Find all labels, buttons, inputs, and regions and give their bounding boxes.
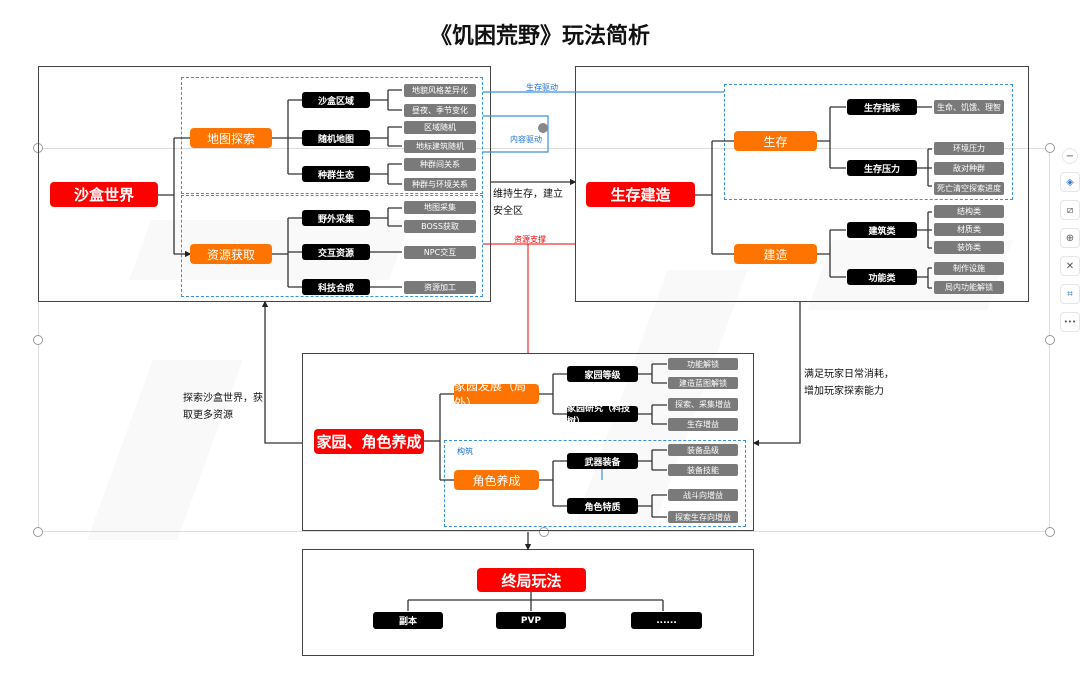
node-interact-resource[interactable]: 交互资源 <box>302 244 370 260</box>
scan-icon[interactable]: ⌗ <box>1060 284 1080 304</box>
node-ecology[interactable]: 种群生态 <box>302 166 370 182</box>
zoom-in-icon[interactable]: ⊕ <box>1060 228 1080 248</box>
survival-root[interactable]: 生存建造 <box>586 182 695 207</box>
build-group <box>444 440 746 527</box>
resize-handle[interactable] <box>1045 335 1055 345</box>
floating-toolbar: − ◈ ⧄ ⊕ ✕ ⌗ ••• <box>1058 148 1080 340</box>
leaf[interactable]: 制作设施 <box>934 262 1004 275</box>
branch-character[interactable]: 角色养成 <box>454 470 539 490</box>
resource-support-label: 资源支撑 <box>514 235 546 244</box>
node-survival-pressure[interactable]: 生存压力 <box>847 160 917 176</box>
endgame-item-dungeon[interactable]: 副本 <box>373 612 443 629</box>
build-group-label: 构筑 <box>457 447 473 456</box>
leaf[interactable]: 功能解锁 <box>668 358 738 370</box>
branch-map-explore[interactable]: 地图探索 <box>190 128 272 148</box>
node-home-level[interactable]: 家园等级 <box>567 366 638 382</box>
magic-tools-icon[interactable]: ✕ <box>1060 256 1080 276</box>
leaf[interactable]: 材质类 <box>934 223 1004 236</box>
endgame-item-pvp[interactable]: PVP <box>496 612 566 629</box>
explore-world-note: 探索沙盒世界，获取更多资源 <box>183 393 263 421</box>
leaf[interactable]: 昼夜、季节变化 <box>404 104 476 117</box>
leaf[interactable]: 地貌风格差异化 <box>404 84 476 97</box>
node-tech-craft[interactable]: 科技合成 <box>302 279 370 295</box>
branch-build[interactable]: 建造 <box>734 244 817 264</box>
leaf[interactable]: 资源加工 <box>404 281 476 294</box>
leaf[interactable]: 地标建筑随机 <box>404 140 476 153</box>
node-field-gather[interactable]: 野外采集 <box>302 210 370 226</box>
leaf[interactable]: 生命、饥饿、理智 <box>934 100 1004 114</box>
branch-resource[interactable]: 资源获取 <box>190 244 272 264</box>
endgame-item-more[interactable]: ...... <box>631 612 702 629</box>
node-random-map[interactable]: 随机地图 <box>302 130 370 146</box>
leaf[interactable]: 生存增益 <box>668 418 738 431</box>
leaf[interactable]: 种群间关系 <box>404 158 476 171</box>
leaf[interactable]: 结构类 <box>934 205 1004 218</box>
node-sandbox-area[interactable]: 沙盒区域 <box>302 92 370 108</box>
leaf[interactable]: 局内功能解锁 <box>934 281 1004 294</box>
branch-survive[interactable]: 生存 <box>734 131 817 151</box>
node-home-research[interactable]: 家园研究（科技树） <box>567 404 638 427</box>
crop-icon[interactable]: ⧄ <box>1060 200 1080 220</box>
leaf[interactable]: 地图采集 <box>404 201 476 214</box>
resize-handle[interactable] <box>539 527 549 537</box>
node-survival-stats[interactable]: 生存指标 <box>847 99 917 115</box>
leaf[interactable]: 敌对种群 <box>934 162 1004 175</box>
home-root[interactable]: 家园、角色养成 <box>314 429 424 454</box>
node-character-trait[interactable]: 角色特质 <box>567 498 638 514</box>
content-drive-label: 内容驱动 <box>510 135 542 144</box>
rotate-handle <box>538 123 548 133</box>
branch-home-dev[interactable]: 家园发展（局外） <box>454 379 539 410</box>
leaf[interactable]: 区域随机 <box>404 121 476 134</box>
survive-group <box>724 84 1013 200</box>
node-weapon-gear[interactable]: 武器装备 <box>567 453 638 469</box>
resource-group <box>181 195 483 297</box>
leaf[interactable]: 建造蓝图解锁 <box>668 377 738 389</box>
leaf[interactable]: 装饰类 <box>934 241 1004 254</box>
layers-icon[interactable]: ◈ <box>1060 172 1080 192</box>
leaf[interactable]: 探索生存向增益 <box>668 511 738 523</box>
map-explore-group <box>181 77 483 194</box>
leaf[interactable]: 战斗向增益 <box>668 489 738 501</box>
leaf[interactable]: 死亡清空探索进度 <box>934 182 1004 195</box>
leaf[interactable]: 环境压力 <box>934 142 1004 155</box>
resize-handle[interactable] <box>1045 527 1055 537</box>
node-function[interactable]: 功能类 <box>847 269 917 285</box>
endgame-root[interactable]: 终局玩法 <box>477 568 586 592</box>
leaf[interactable]: NPC交互 <box>404 246 476 259</box>
page-title: 《饥困荒野》玩法简析 <box>429 24 650 49</box>
leaf[interactable]: 探索、采集增益 <box>668 398 738 411</box>
leaf[interactable]: 装备技能 <box>668 464 738 476</box>
leaf[interactable]: 装备品级 <box>668 444 738 456</box>
resize-handle[interactable] <box>33 335 43 345</box>
minus-icon[interactable]: − <box>1062 148 1078 164</box>
survival-drive-label: 生存驱动 <box>526 83 558 92</box>
meet-needs-note: 满足玩家日常消耗，增加玩家探索能力 <box>804 369 894 397</box>
leaf[interactable]: BOSS获取 <box>404 220 476 233</box>
maintain-survival-note: 维持生存，建立安全区 <box>493 189 563 217</box>
resize-handle[interactable] <box>1045 143 1055 153</box>
more-icon[interactable]: ••• <box>1060 312 1080 332</box>
resize-handle[interactable] <box>33 527 43 537</box>
leaf[interactable]: 种群与环境关系 <box>404 178 476 191</box>
node-building[interactable]: 建筑类 <box>847 222 917 238</box>
sandbox-root[interactable]: 沙盒世界 <box>50 182 158 207</box>
